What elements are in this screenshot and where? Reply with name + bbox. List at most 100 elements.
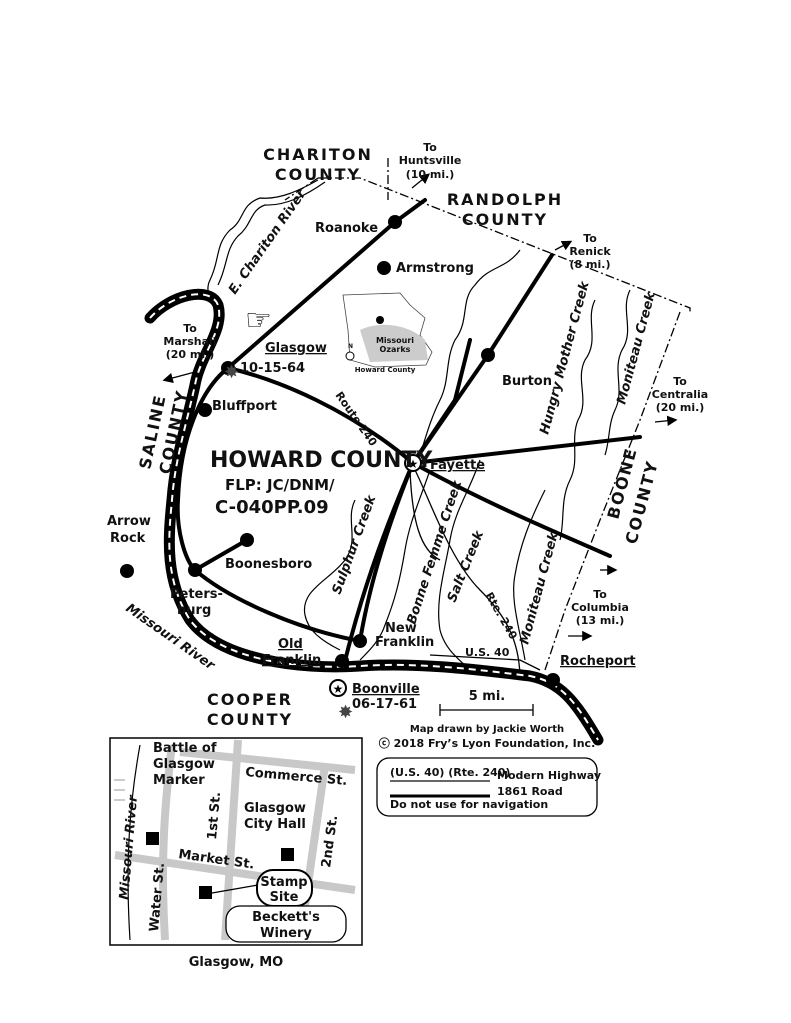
battle-burst-icon: ✸ bbox=[224, 362, 239, 383]
svg-text:Huntsville: Huntsville bbox=[399, 154, 462, 167]
svg-text:N: N bbox=[348, 343, 353, 350]
city-hall-square bbox=[281, 848, 294, 861]
svg-text:Hungry Mother Creek: Hungry Mother Creek bbox=[537, 279, 593, 436]
credit: Map drawn by Jackie Worth bbox=[410, 724, 564, 735]
randolph-county-label: RANDOLPH bbox=[447, 190, 563, 209]
svg-text:2nd St.: 2nd St. bbox=[319, 814, 341, 868]
svg-text:Centralia: Centralia bbox=[652, 388, 708, 401]
svg-text:(13 mi.): (13 mi.) bbox=[576, 614, 625, 627]
svg-text:E. Chariton River: E. Chariton River bbox=[226, 186, 310, 297]
svg-text:Franklin: Franklin bbox=[262, 653, 321, 668]
svg-text:Moniteau Creek: Moniteau Creek bbox=[517, 529, 562, 646]
svg-text:Boonesboro: Boonesboro bbox=[225, 557, 312, 572]
svg-text:Fayette: Fayette bbox=[430, 458, 485, 473]
svg-text:COUNTY: COUNTY bbox=[275, 165, 361, 184]
svg-text:Old: Old bbox=[278, 637, 303, 652]
town-markers: ★ ★ ✸ ✸ ☞ bbox=[120, 215, 560, 723]
old-franklin-marker bbox=[335, 654, 349, 668]
svg-text:06-17-61: 06-17-61 bbox=[352, 697, 417, 712]
svg-text:(8 mi.): (8 mi.) bbox=[570, 258, 611, 271]
svg-text:Beckett's: Beckett's bbox=[252, 910, 320, 925]
svg-text:burg: burg bbox=[177, 603, 211, 618]
svg-text:10-15-64: 10-15-64 bbox=[240, 361, 305, 376]
svg-text:Burton: Burton bbox=[502, 374, 552, 389]
stamp-site-square bbox=[199, 886, 212, 899]
svg-text:Modern Highway: Modern Highway bbox=[497, 769, 601, 782]
armstrong-marker bbox=[377, 261, 391, 275]
boonville-star-icon bbox=[329, 679, 347, 697]
legend: (U.S. 40) (Rte. 240) Modern Highway 1861… bbox=[376, 757, 601, 817]
svg-text:Salt Creek: Salt Creek bbox=[445, 528, 488, 605]
new-franklin-marker bbox=[353, 634, 367, 648]
glasgow-marker bbox=[221, 361, 235, 375]
north-arrow-icon bbox=[345, 351, 355, 361]
boonesboro-marker bbox=[240, 533, 254, 547]
svg-text:Boonville: Boonville bbox=[352, 682, 420, 697]
locator-region-label: Ozarks bbox=[380, 345, 411, 354]
direction-arrows bbox=[162, 173, 678, 642]
inset-caption: Glasgow, MO bbox=[189, 955, 284, 970]
svg-text:U.S. 40: U.S. 40 bbox=[465, 646, 510, 659]
svg-text:(20 mi.): (20 mi.) bbox=[166, 348, 215, 361]
svg-text:Peters-: Peters- bbox=[170, 587, 223, 602]
missouri-locator-map: Missouri Ozarks Howard County N bbox=[342, 292, 433, 374]
svg-text:Do not use for navigation: Do not use for navigation bbox=[390, 798, 548, 811]
glasgow-inset-map: Missouri River Battle of Glasgow Marker … bbox=[109, 737, 363, 970]
svg-text:Battle of: Battle of bbox=[153, 741, 217, 756]
code-label: C-040PP.09 bbox=[215, 497, 329, 518]
rocheport-marker bbox=[546, 673, 560, 687]
svg-text:Marker: Marker bbox=[153, 773, 205, 788]
svg-text:(U.S. 40) (Rte. 240): (U.S. 40) (Rte. 240) bbox=[390, 766, 510, 779]
map-labels: CHARITON COUNTY RANDOLPH COUNTY SALINE C… bbox=[107, 141, 708, 729]
svg-text:To: To bbox=[673, 375, 687, 388]
pointing-hand-icon: ☞ bbox=[245, 303, 272, 338]
svg-text:1861 Road: 1861 Road bbox=[497, 785, 563, 798]
svg-text:Arrow: Arrow bbox=[107, 514, 151, 529]
battle-burst-icon: ✸ bbox=[338, 702, 353, 723]
burton-marker bbox=[481, 348, 495, 362]
svg-text:COUNTY: COUNTY bbox=[207, 710, 293, 729]
svg-text:Route 240: Route 240 bbox=[333, 389, 380, 449]
svg-text:Glasgow: Glasgow bbox=[153, 757, 215, 772]
copyright: ⓒ 2018 Fry’s Lyon Foundation, Inc. bbox=[379, 736, 596, 750]
svg-text:★: ★ bbox=[408, 457, 419, 471]
bluffport-marker bbox=[198, 403, 212, 417]
svg-text:New: New bbox=[385, 621, 417, 636]
svg-text:Renick: Renick bbox=[569, 245, 611, 258]
svg-text:Site: Site bbox=[270, 890, 299, 905]
chariton-county-label: CHARITON bbox=[263, 145, 373, 164]
svg-text:1st St.: 1st St. bbox=[205, 791, 224, 840]
svg-text:Franklin: Franklin bbox=[375, 635, 434, 650]
svg-text:Winery: Winery bbox=[260, 926, 312, 941]
svg-text:Stamp: Stamp bbox=[260, 875, 307, 890]
svg-text:Bluffport: Bluffport bbox=[212, 399, 277, 414]
missouri-river bbox=[144, 288, 604, 746]
svg-text:Glasgow: Glasgow bbox=[244, 801, 306, 816]
svg-text:COUNTY: COUNTY bbox=[462, 210, 548, 229]
svg-text:City Hall: City Hall bbox=[244, 817, 306, 832]
svg-text:Rock: Rock bbox=[110, 531, 146, 546]
battle-marker-square bbox=[146, 832, 159, 845]
svg-text:5 mi.: 5 mi. bbox=[469, 689, 506, 704]
code-label: FLP: JC/DNM/ bbox=[225, 476, 335, 494]
locator-region-label: Missouri bbox=[376, 336, 414, 345]
svg-text:Water St.: Water St. bbox=[147, 862, 168, 932]
svg-text:To: To bbox=[583, 232, 597, 245]
winery-box bbox=[225, 905, 347, 943]
creeks bbox=[207, 179, 631, 681]
svg-text:(20 mi.): (20 mi.) bbox=[656, 401, 705, 414]
svg-text:★: ★ bbox=[333, 682, 344, 696]
scale-bar: 5 mi. bbox=[439, 689, 534, 716]
roanoke-marker bbox=[388, 215, 402, 229]
fayette-star-icon bbox=[404, 454, 422, 472]
svg-text:Marshall: Marshall bbox=[163, 335, 216, 348]
petersburg-marker bbox=[188, 563, 202, 577]
cooper-county-label: COOPER bbox=[207, 690, 293, 709]
svg-text:Columbia: Columbia bbox=[571, 601, 629, 614]
svg-text:Roanoke: Roanoke bbox=[315, 221, 378, 236]
locator-caption: Howard County bbox=[355, 366, 416, 374]
svg-text:Armstrong: Armstrong bbox=[396, 261, 474, 276]
svg-text:(10 mi.): (10 mi.) bbox=[406, 168, 455, 181]
svg-text:To: To bbox=[423, 141, 437, 154]
